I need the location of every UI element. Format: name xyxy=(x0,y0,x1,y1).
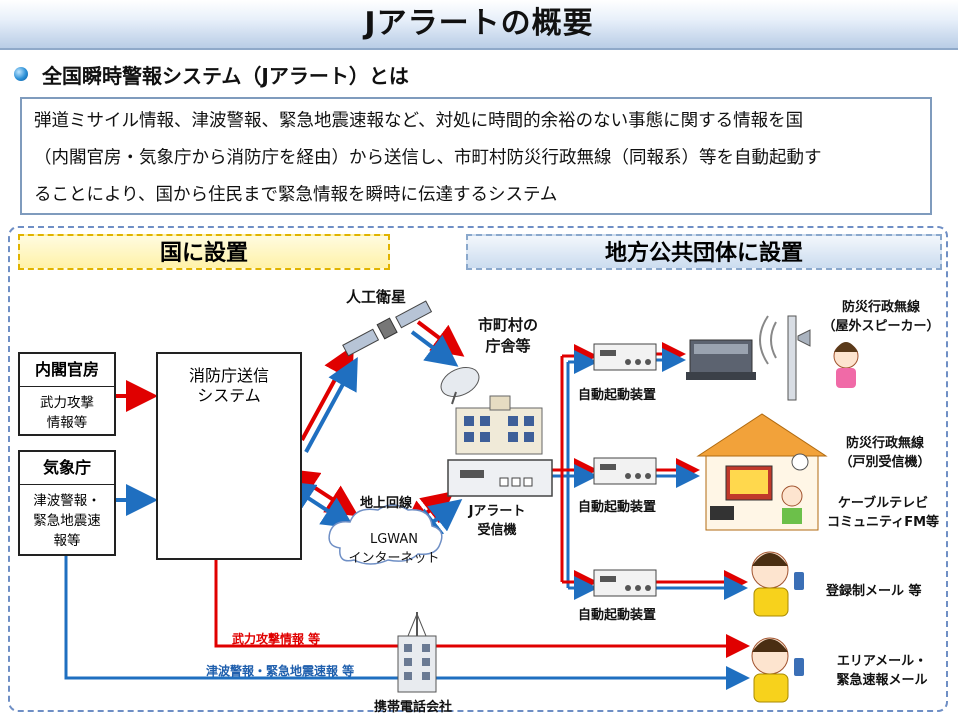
satellite-icon xyxy=(342,300,433,357)
lgwan-label: LGWAN インターネット xyxy=(344,532,444,566)
bullet-icon xyxy=(14,67,28,81)
page-title: Jアラートの概要 xyxy=(364,6,594,41)
mobile-carrier-label: 携帯電話会社 xyxy=(374,700,453,715)
jma-name: 気象庁 xyxy=(20,452,114,485)
receiver-device xyxy=(447,459,553,497)
diagram-frame xyxy=(8,226,948,712)
home-receiver-label: 防災行政無線 （戸別受信機） xyxy=(826,432,944,470)
mobile-carrier-building-icon xyxy=(397,612,437,693)
arrow-satellite-dish-red xyxy=(416,320,465,357)
cabinet-info: 武力攻撃 情報等 xyxy=(20,387,114,433)
description-line: ることにより、国から住民まで緊急情報を瞬時に伝達するシステム xyxy=(34,185,558,205)
fdma-label: 消防庁送信 システム xyxy=(158,354,300,406)
lgwan-line: LGWAN xyxy=(369,532,419,547)
arrow-fdma-mobile xyxy=(214,560,750,658)
cable-label: ケーブルテレビ コミュニティFM等 xyxy=(820,492,946,530)
arrow-satellite-dish-blue xyxy=(410,330,459,367)
receiver-line: Jアラート xyxy=(468,504,526,519)
auto-start-label-1: 自動起動装置 xyxy=(578,388,657,403)
registered-mail-label: 登録制メール 等 xyxy=(826,584,922,599)
description-line: （内閣官房・気象庁から消防庁を経由）から送信し、市町村防災行政無線（同報系）等を… xyxy=(34,148,822,168)
outdoor-speaker-line: 防災行政無線 xyxy=(841,300,920,315)
municipal-building-icon xyxy=(455,395,543,455)
auto-start-label-3: 自動起動装置 xyxy=(578,608,657,623)
municipal-office-line: 庁舎等 xyxy=(485,337,531,355)
jma-box: 気象庁 津波警報・ 緊急地震速 報等 xyxy=(18,450,116,556)
area-mail-line: エリアメール・ xyxy=(836,654,928,669)
auto-start-device-2 xyxy=(593,457,657,485)
outdoor-speaker-icon xyxy=(759,315,811,401)
municipal-office-label: 市町村の 庁舎等 xyxy=(478,314,538,356)
receiver-line: 受信機 xyxy=(477,523,517,538)
control-panel-icon xyxy=(686,339,756,380)
section-local-header: 地方公共団体に設置 xyxy=(466,234,942,270)
cabinet-box: 内閣官房 武力攻撃 情報等 xyxy=(18,352,116,436)
section-national-header: 国に設置 xyxy=(18,234,390,270)
description-line: 弾道ミサイル情報、津波警報、緊急地震速報など、対処に時間的余裕のない事態に関する… xyxy=(34,111,804,131)
ground-line-label: 地上回線 xyxy=(360,496,413,511)
outdoor-speaker-label: 防災行政無線 （屋外スピーカー） xyxy=(818,296,944,334)
subheading-row: 全国瞬時警報システム（Jアラート）とは xyxy=(14,58,409,90)
satellite-label: 人工衛星 xyxy=(346,288,407,306)
area-mail-line: 緊急速報メール xyxy=(836,673,928,688)
municipal-office-line: 市町村の xyxy=(478,316,539,334)
title-bar: Jアラートの概要 xyxy=(0,0,958,50)
arrow-fdma-lgwan-blue xyxy=(281,480,355,529)
fdma-system-box: 消防庁送信 システム xyxy=(156,352,302,560)
jma-info-line: 緊急地震速 xyxy=(33,513,101,529)
lgwan-cloud xyxy=(328,504,443,565)
subheading: 全国瞬時警報システム（Jアラート）とは xyxy=(42,63,409,88)
cable-line: コミュニティFM等 xyxy=(826,515,940,530)
area-mail-label: エリアメール・ 緊急速報メール xyxy=(818,650,946,688)
arrow-fdma-satellite-blue xyxy=(304,356,358,453)
arrow-fdma-lgwan-red xyxy=(285,468,359,517)
lgwan-line: インターネット xyxy=(348,551,440,566)
cabinet-info-line: 武力攻撃 xyxy=(40,395,94,411)
description-box: 弾道ミサイル情報、津波警報、緊急地震速報など、対処に時間的余裕のない事態に関する… xyxy=(20,97,932,215)
fdma-label-line: 消防庁送信 xyxy=(188,366,269,385)
cable-line: ケーブルテレビ xyxy=(837,496,929,511)
auto-start-label-2: 自動起動装置 xyxy=(578,500,657,515)
arrow-fdma-satellite-red xyxy=(300,344,354,441)
person-phone-icon-1 xyxy=(751,551,804,617)
outdoor-speaker-line: （屋外スピーカー） xyxy=(822,319,940,334)
home-receiver-line: 防災行政無線 xyxy=(845,436,924,451)
arrow-jma-mobile xyxy=(64,556,750,690)
jma-info: 津波警報・ 緊急地震速 報等 xyxy=(20,485,114,551)
auto-start-device-3 xyxy=(593,569,657,597)
cabinet-name: 内閣官房 xyxy=(20,354,114,387)
receiver-label: Jアラート 受信機 xyxy=(462,500,532,538)
girl-illustration xyxy=(833,342,859,388)
arrow-lgwan-receiver-blue xyxy=(409,499,463,541)
armed-attack-line-label: 武力攻撃情報 等 xyxy=(232,632,321,646)
auto-start-device-1 xyxy=(593,343,657,371)
house-icon xyxy=(696,413,828,531)
dish-icon xyxy=(440,366,480,405)
person-phone-icon-2 xyxy=(751,637,804,703)
cabinet-info-line: 情報等 xyxy=(46,415,88,431)
tsunami-line-label: 津波警報・緊急地震速報 等 xyxy=(206,664,355,678)
fdma-label-line: システム xyxy=(197,386,261,405)
jma-info-line: 報等 xyxy=(53,533,81,549)
home-receiver-line: （戸別受信機） xyxy=(839,455,931,470)
jma-info-line: 津波警報・ xyxy=(33,493,101,509)
